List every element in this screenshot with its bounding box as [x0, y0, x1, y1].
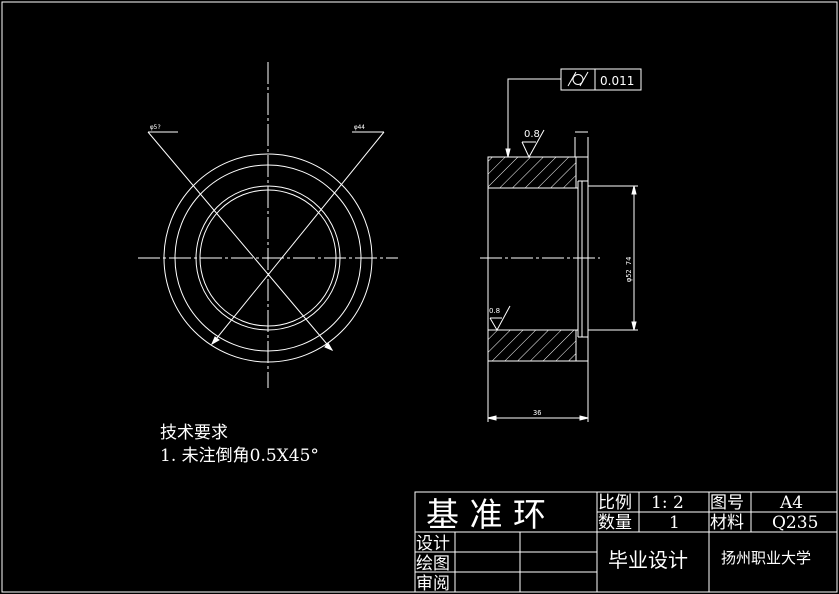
- notes-line-1: 1. 未注倒角0.5X45°: [160, 446, 319, 466]
- drawing-no-label: 图号: [710, 493, 744, 513]
- cylindricity-icon-slash-2: [579, 71, 589, 87]
- front-view: [138, 62, 398, 388]
- notes-title: 技术要求: [160, 423, 228, 443]
- scale-value: 1: 2: [651, 493, 684, 513]
- dia-arrow-1: [324, 342, 334, 352]
- section-view: [480, 68, 642, 422]
- scale-label: 比例: [598, 493, 632, 513]
- dim-bottom-arrow-left: [487, 415, 497, 421]
- tolerance-value: 0.011: [600, 74, 634, 88]
- dia-label-left-1: φ5?: [150, 124, 161, 131]
- chamfer-circle: [174, 164, 362, 352]
- tolerance-leader: [507, 78, 561, 157]
- material-label: 材料: [710, 513, 744, 533]
- cylindricity-icon-slash-1: [567, 71, 577, 87]
- qty-label: 数量: [598, 513, 632, 533]
- dia-label-left-2: φ44: [354, 124, 365, 131]
- project-name: 毕业设计: [608, 548, 688, 572]
- hatch-top: [487, 156, 577, 189]
- finish-symbol-bottom: [489, 305, 511, 332]
- title-block-frame: [414, 491, 838, 593]
- draw-label: 绘图: [416, 554, 450, 574]
- qty-value: 1: [669, 513, 680, 533]
- surface-finish-label-bottom: 0.8: [489, 307, 500, 315]
- finish-symbol-top: [521, 129, 545, 159]
- dia-leader-2: [211, 131, 385, 345]
- dim-right-arrow-bottom: [631, 321, 637, 331]
- design-label: 设计: [416, 534, 450, 554]
- dim-right-label: φ52 74: [625, 257, 633, 282]
- tolerance-leader-arrow: [505, 148, 511, 158]
- dia-arrow-2: [210, 336, 220, 346]
- dim-right-arrow-top: [631, 185, 637, 195]
- part-name: 基 准 环: [426, 495, 546, 534]
- dim-bottom-label: 36: [533, 409, 541, 417]
- outer-circle: [163, 153, 373, 363]
- title-block: [414, 491, 838, 593]
- hatch-bottom: [487, 329, 577, 362]
- school-name: 扬州职业大学: [721, 549, 811, 567]
- drawing-no-value: A4: [779, 493, 803, 513]
- dia-leader-1: [147, 131, 333, 351]
- dim-bottom-arrow-right: [579, 415, 589, 421]
- surface-finish-label-top: 0.8: [524, 129, 540, 140]
- tolerance-frame: [560, 68, 642, 91]
- bore-circle: [195, 185, 341, 331]
- material-value: Q235: [772, 513, 818, 533]
- review-label: 审阅: [416, 574, 450, 594]
- cylindricity-icon: [572, 74, 584, 85]
- bore-inner-circle: [199, 189, 337, 327]
